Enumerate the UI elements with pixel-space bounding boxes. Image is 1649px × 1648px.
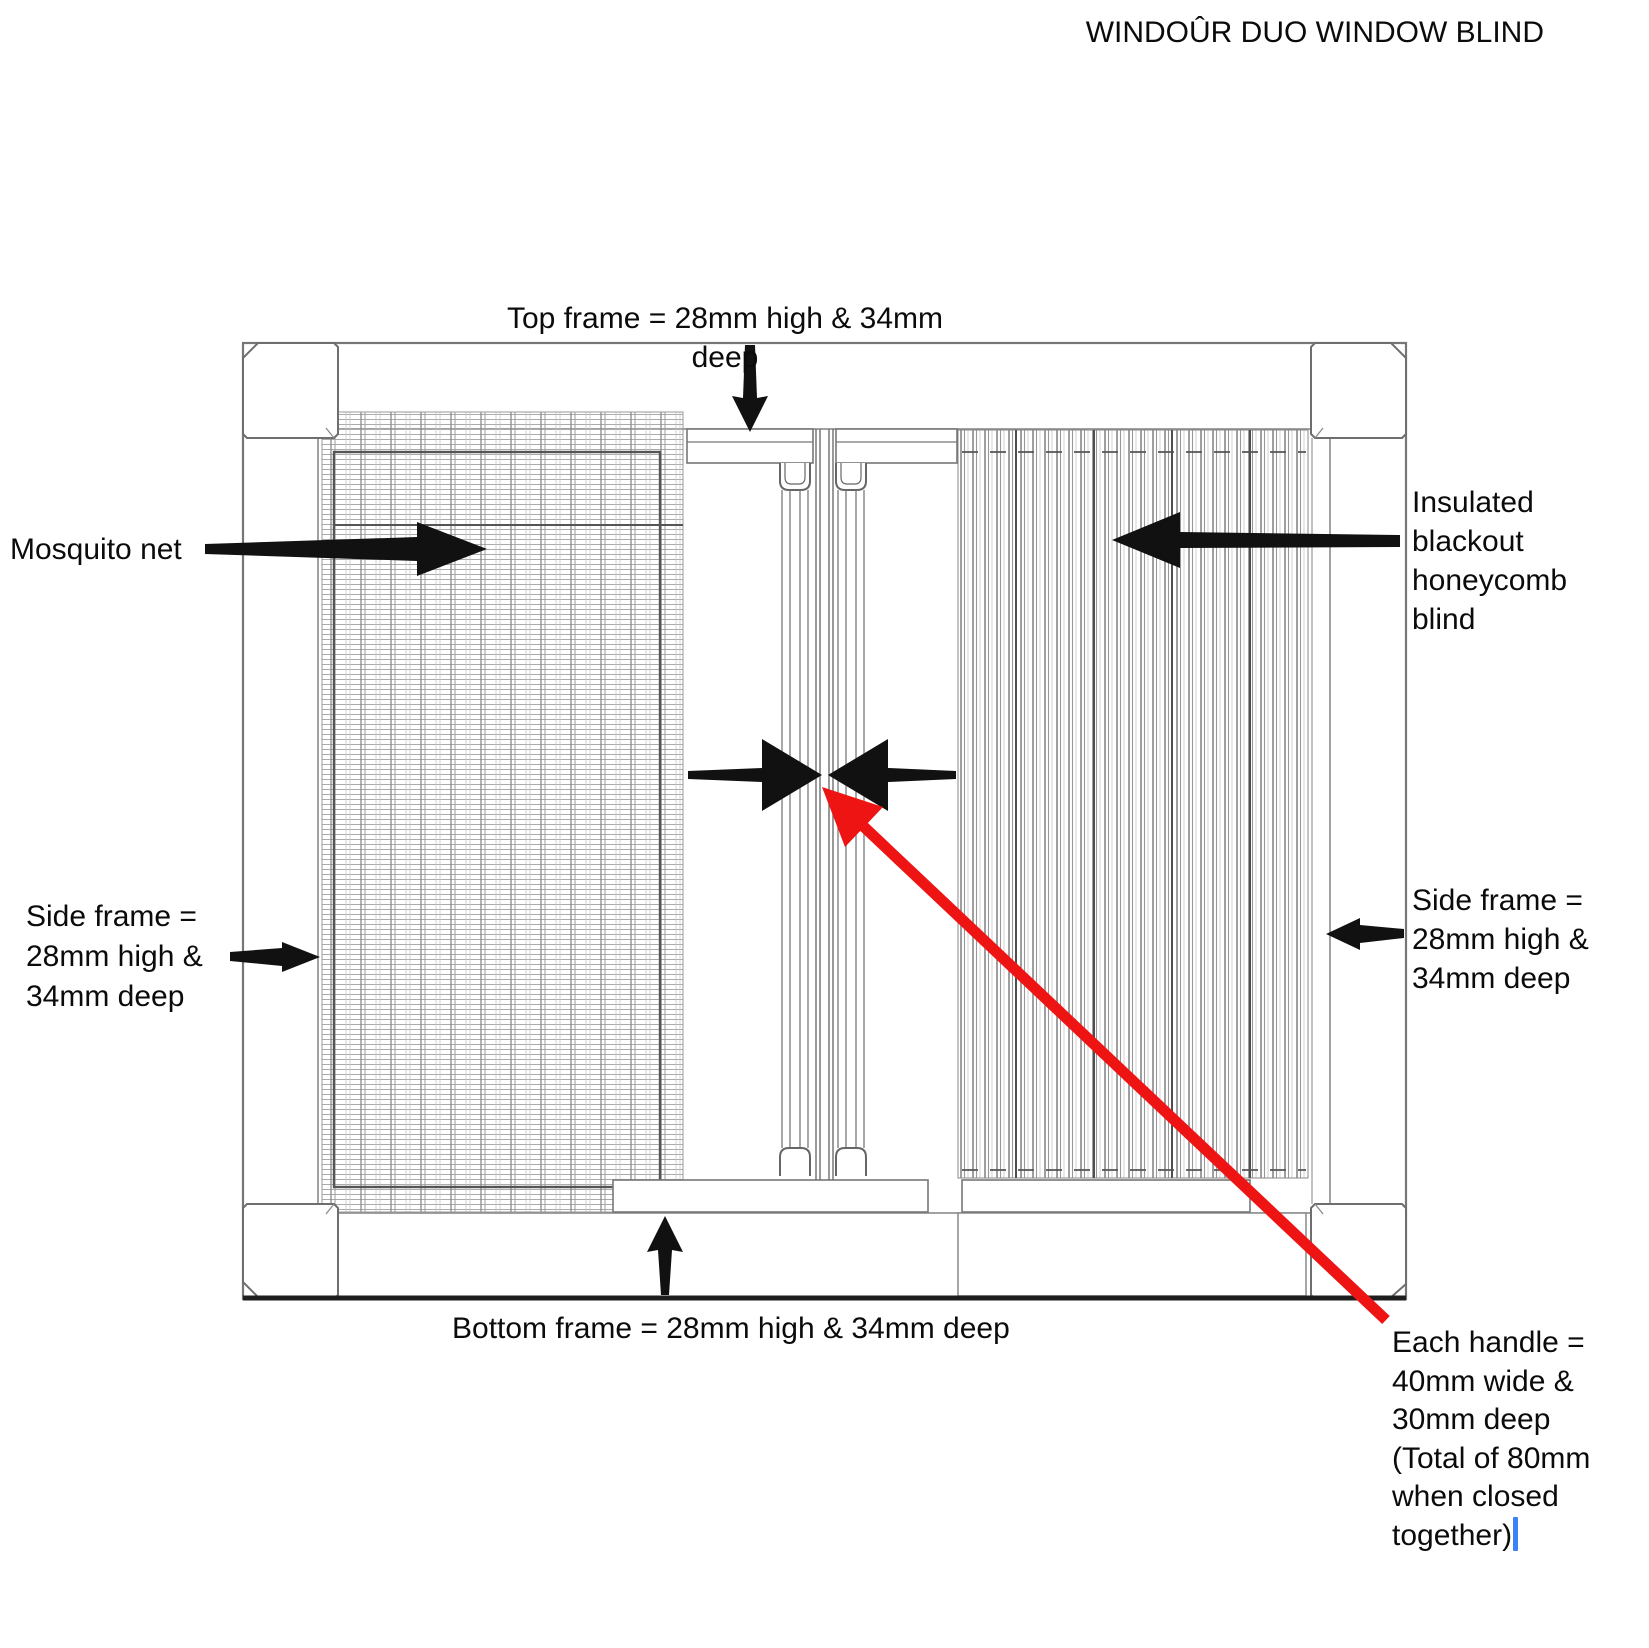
corner-block-top-left	[242, 342, 339, 439]
honeycomb-blind-panel	[957, 429, 1309, 1297]
red-callout-arrow	[822, 787, 1390, 1324]
handle-gap-arrow-left	[688, 739, 822, 811]
callout-arrows	[205, 345, 1404, 1295]
frame-inner	[317, 428, 1331, 1214]
left-side-frame-arrow	[230, 942, 320, 972]
right-side-frame-arrow	[1326, 918, 1404, 950]
honeycomb-blind-arrow	[1112, 512, 1400, 568]
honeycomb-blind-label: Insulated blackout honeycomb blind	[1412, 486, 1568, 636]
page-title: WINDOÛR DUO WINDOW BLIND	[1085, 16, 1544, 49]
mosquito-net-panel	[321, 411, 684, 1213]
text-cursor	[1513, 1516, 1519, 1551]
left-handle	[779, 463, 811, 1176]
bottom-frame-label: Bottom frame = 28mm high & 34mm deep	[452, 1312, 1010, 1345]
top-frame-arrow	[732, 345, 768, 432]
blind-bottom-rail	[957, 1212, 1307, 1297]
handle-gap-arrow-right	[828, 739, 956, 811]
mosquito-net-border	[332, 450, 662, 1189]
corner-block-top-right	[1310, 342, 1407, 439]
mosquito-net-arrow	[205, 522, 487, 576]
corner-block-bottom-right	[1310, 1203, 1407, 1300]
left-side-frame-label: Side frame = 28mm high & 34mm deep	[26, 900, 203, 1013]
bottom-frame-arrow	[647, 1216, 683, 1295]
handle-note-text[interactable]: Each handle = 40mm wide & 30mm deep (Tot…	[1392, 1326, 1591, 1552]
handle-note[interactable]: Each handle = 40mm wide & 30mm deep (Tot…	[1392, 1324, 1642, 1555]
top-frame-label: Top frame = 28mm high & 34mm deep	[506, 302, 943, 374]
mosquito-net-label: Mosquito net	[10, 533, 182, 566]
right-side-frame-label: Side frame = 28mm high & 34mm deep	[1412, 884, 1589, 995]
corner-block-bottom-left	[242, 1203, 339, 1300]
